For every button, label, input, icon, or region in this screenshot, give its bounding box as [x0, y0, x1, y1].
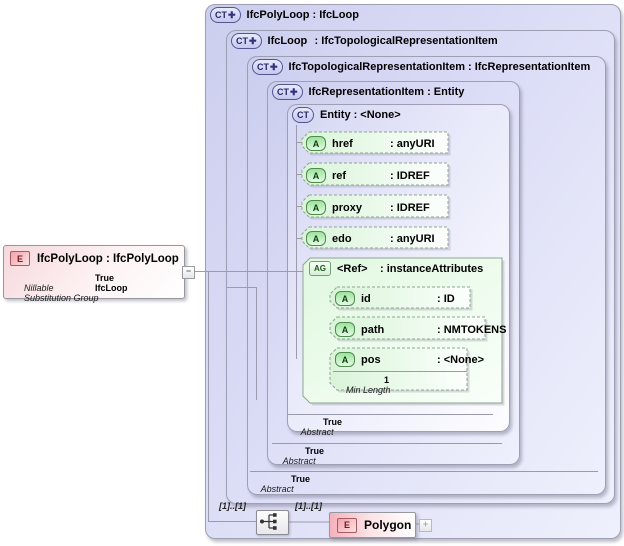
occurs-label-compositor: [1]..[1] [219, 501, 246, 511]
min-length-facet: Min Length 1 [346, 375, 391, 395]
substitution-group-row: Substitution Group IfcLoop [24, 283, 128, 303]
attribute-icon: A [335, 352, 355, 367]
type-header-ifcpolyloop[interactable]: CT✚ IfcPolyLoop : IfcLoop [210, 7, 359, 23]
ct-plus-icon: ✚ [228, 9, 236, 20]
attribute-row-edo[interactable]: A edo : anyURI [306, 231, 435, 246]
element-box-ifcpolyloop[interactable]: E IfcPolyLoop : IfcPolyLoop Nillable Tru… [3, 245, 185, 303]
ct-icon: CT✚ [272, 84, 303, 100]
element-icon: E [337, 517, 357, 533]
attribute-row-href[interactable]: A href : anyURI [306, 136, 435, 151]
attribute-row-pos[interactable]: A pos : <None> [335, 352, 484, 367]
sequence-compositor-icon[interactable] [256, 510, 289, 535]
abstract-row-entity: Abstract True [300, 417, 343, 437]
type-header-ifctopologicalrepresentationitem[interactable]: CT✚ IfcTopologicalRepresentationItem : I… [252, 59, 590, 75]
attribute-icon: A [306, 136, 326, 151]
attribute-icon: A [306, 168, 326, 183]
abstract-row-ifctopologicalrepresentationitem: Abstract True [260, 474, 311, 494]
collapse-handle[interactable]: − [182, 266, 195, 279]
element-icon: E [10, 251, 30, 266]
attribute-row-path[interactable]: A path : NMTOKENS [335, 322, 506, 337]
attribute-icon: A [335, 322, 355, 337]
occurs-label-element: [1]..[1] [295, 501, 322, 511]
ct-plus-icon: ✚ [270, 61, 278, 72]
type-header-ifcloop[interactable]: CT✚ IfcLoop : IfcTopologicalRepresentati… [231, 33, 498, 49]
ct-icon: CT✚ [210, 7, 241, 23]
attribute-group-icon: AG [309, 261, 331, 276]
ct-icon: CT✚ [252, 59, 283, 75]
attribute-group-header[interactable]: AG <Ref> : instanceAttributes [309, 261, 483, 276]
element-title: IfcPolyLoop : IfcPolyLoop [37, 252, 179, 265]
ct-plus-icon: ✚ [249, 35, 257, 46]
ct-icon: CT✚ [231, 33, 262, 49]
attribute-row-ref[interactable]: A ref : IDREF [306, 168, 430, 183]
type-header-entity[interactable]: CT Entity : <None> [292, 107, 401, 123]
ct-icon: CT [292, 107, 314, 123]
sequence-glyph [260, 513, 277, 530]
nillable-row: Nillable True [24, 273, 115, 293]
ct-plus-icon: ✚ [290, 86, 298, 97]
attribute-icon: A [335, 291, 355, 306]
attribute-icon: A [306, 231, 326, 246]
attribute-row-id[interactable]: A id : ID [335, 291, 455, 306]
type-header-ifcrepresentationitem[interactable]: CT✚ IfcRepresentationItem : Entity [272, 84, 464, 100]
attribute-icon: A [306, 200, 326, 215]
element-polygon[interactable]: E Polygon [329, 512, 416, 538]
abstract-row-ifcrepresentationitem: Abstract True [282, 446, 325, 466]
attribute-row-proxy[interactable]: A proxy : IDREF [306, 200, 430, 215]
expand-handle[interactable]: + [419, 519, 432, 532]
